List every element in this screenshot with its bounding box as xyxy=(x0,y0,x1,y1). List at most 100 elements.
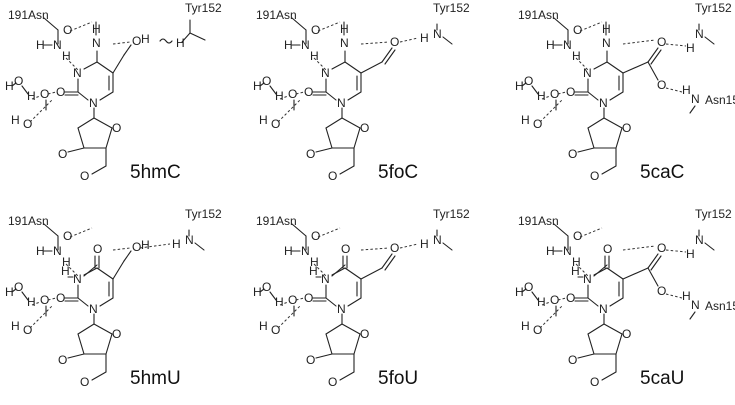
water-h: H xyxy=(515,285,524,299)
water-o: O xyxy=(524,280,533,294)
sugar-bond xyxy=(67,353,85,359)
tyr-bond xyxy=(194,242,205,251)
c5-carboxyl-o: O xyxy=(657,241,666,255)
ring-n1-label: N xyxy=(337,302,346,316)
c5-hydroxyl-h: H xyxy=(141,238,150,252)
asn-amide-n: N xyxy=(53,38,62,52)
water-bond xyxy=(269,85,277,95)
sugar-ring-bond xyxy=(325,117,343,129)
hydrogen-bond xyxy=(665,293,683,299)
asn-bond xyxy=(43,17,59,31)
hydrogen-bond xyxy=(665,43,687,47)
sugar-ring-o: O xyxy=(622,121,631,135)
asn-bond xyxy=(291,17,307,31)
water-h: H xyxy=(537,89,546,103)
panel-title: 5hmU xyxy=(130,368,181,389)
c4-amino-n: N xyxy=(340,36,349,50)
hydrogen-bond xyxy=(579,21,603,32)
sugar-ring-o: O xyxy=(112,121,121,135)
water-h: H xyxy=(521,319,530,333)
ring-bond xyxy=(77,297,89,307)
sugar-ring-bond xyxy=(353,127,361,149)
c5-oh-bond xyxy=(123,44,132,56)
asn191-label: 191Asn xyxy=(256,8,297,22)
water-bond xyxy=(259,288,265,293)
ring-n3-label: N xyxy=(321,66,330,80)
water-o: O xyxy=(14,74,23,88)
asn157-h: H xyxy=(682,289,691,303)
c2-carbonyl-o: O xyxy=(566,85,575,99)
sugar-5-oh: O xyxy=(590,375,599,389)
asn-bond xyxy=(43,223,59,237)
water-o: O xyxy=(14,280,23,294)
asn-bond xyxy=(553,223,569,237)
c2-carbonyl-o: O xyxy=(56,291,65,305)
tyr-n: N xyxy=(433,27,442,41)
hydrogen-bond xyxy=(112,41,131,45)
water-o: O xyxy=(550,87,559,101)
hydrogen-bond xyxy=(665,87,683,93)
tyr-h: H xyxy=(176,36,185,50)
tyr-bond xyxy=(189,32,206,41)
ring-bond xyxy=(331,61,346,70)
sugar-3-oh: O xyxy=(306,353,315,367)
hydrogen-bond xyxy=(69,21,93,32)
tyr-n: N xyxy=(695,233,704,247)
c5-carboxyl-bond xyxy=(650,255,662,271)
water-h: H xyxy=(537,295,546,309)
c5-formyl-bond xyxy=(381,253,393,269)
ring-bond xyxy=(325,297,337,307)
c2-carbonyl-o: O xyxy=(304,85,313,99)
ring-bond xyxy=(99,297,114,307)
panel-title: 5foU xyxy=(378,368,418,389)
tyr-h: H xyxy=(686,41,695,55)
hydrogen-bond xyxy=(557,297,567,301)
c5-carboxyl-o2: O xyxy=(657,78,666,92)
sugar-ring-bond xyxy=(341,117,361,129)
c5-ch2-bond xyxy=(112,260,125,280)
water-h: H xyxy=(259,113,268,127)
ring-bond xyxy=(99,91,114,101)
c5-formyl-o: O xyxy=(390,35,399,49)
sugar-ring-bond xyxy=(93,323,113,335)
c4-amino-n: N xyxy=(602,36,611,50)
water-bond xyxy=(21,85,29,95)
asn-amide-o: O xyxy=(311,229,320,243)
hydrogen-bond xyxy=(399,243,419,249)
ring-bond xyxy=(347,297,362,307)
asn157-h: H xyxy=(682,83,691,97)
tyr-bond xyxy=(181,32,191,43)
asn-amide-o: O xyxy=(573,23,582,37)
asn157-label: Asn157 xyxy=(705,93,735,107)
water-h: H xyxy=(253,285,262,299)
asn-amide-h2: H xyxy=(62,255,71,269)
c5-formyl-bond xyxy=(384,49,396,65)
water-h: H xyxy=(275,89,284,103)
sugar-3-oh: O xyxy=(58,353,67,367)
hydrogen-bond xyxy=(47,91,57,95)
water-h: H xyxy=(521,113,530,127)
water-bond xyxy=(11,288,17,293)
c5-oh-bond xyxy=(123,250,132,262)
sugar-ring-bond xyxy=(325,323,343,335)
ring-n1-label: N xyxy=(599,302,608,316)
asn157-label: Asn157 xyxy=(705,299,735,313)
asn-amide-h2: H xyxy=(310,255,319,269)
sugar-ring-bond xyxy=(105,333,113,355)
sugar-3-oh: O xyxy=(58,147,67,161)
hydrogen-bond xyxy=(31,95,41,100)
water-o: O xyxy=(40,87,49,101)
asn191-label: 191Asn xyxy=(8,8,49,22)
water-bond xyxy=(531,291,539,301)
asn-amide-o: O xyxy=(63,229,72,243)
tyr-bond xyxy=(704,36,715,45)
ring-n3-label: N xyxy=(73,66,82,80)
hydrogen-bond xyxy=(539,99,563,123)
hydrogen-bond xyxy=(317,21,341,32)
water-h: H xyxy=(27,295,36,309)
hydrogen-bond xyxy=(295,297,305,301)
sugar-ring-bond xyxy=(77,323,95,335)
ring-n1-label: N xyxy=(89,302,98,316)
c5-formyl-o: O xyxy=(390,241,399,255)
